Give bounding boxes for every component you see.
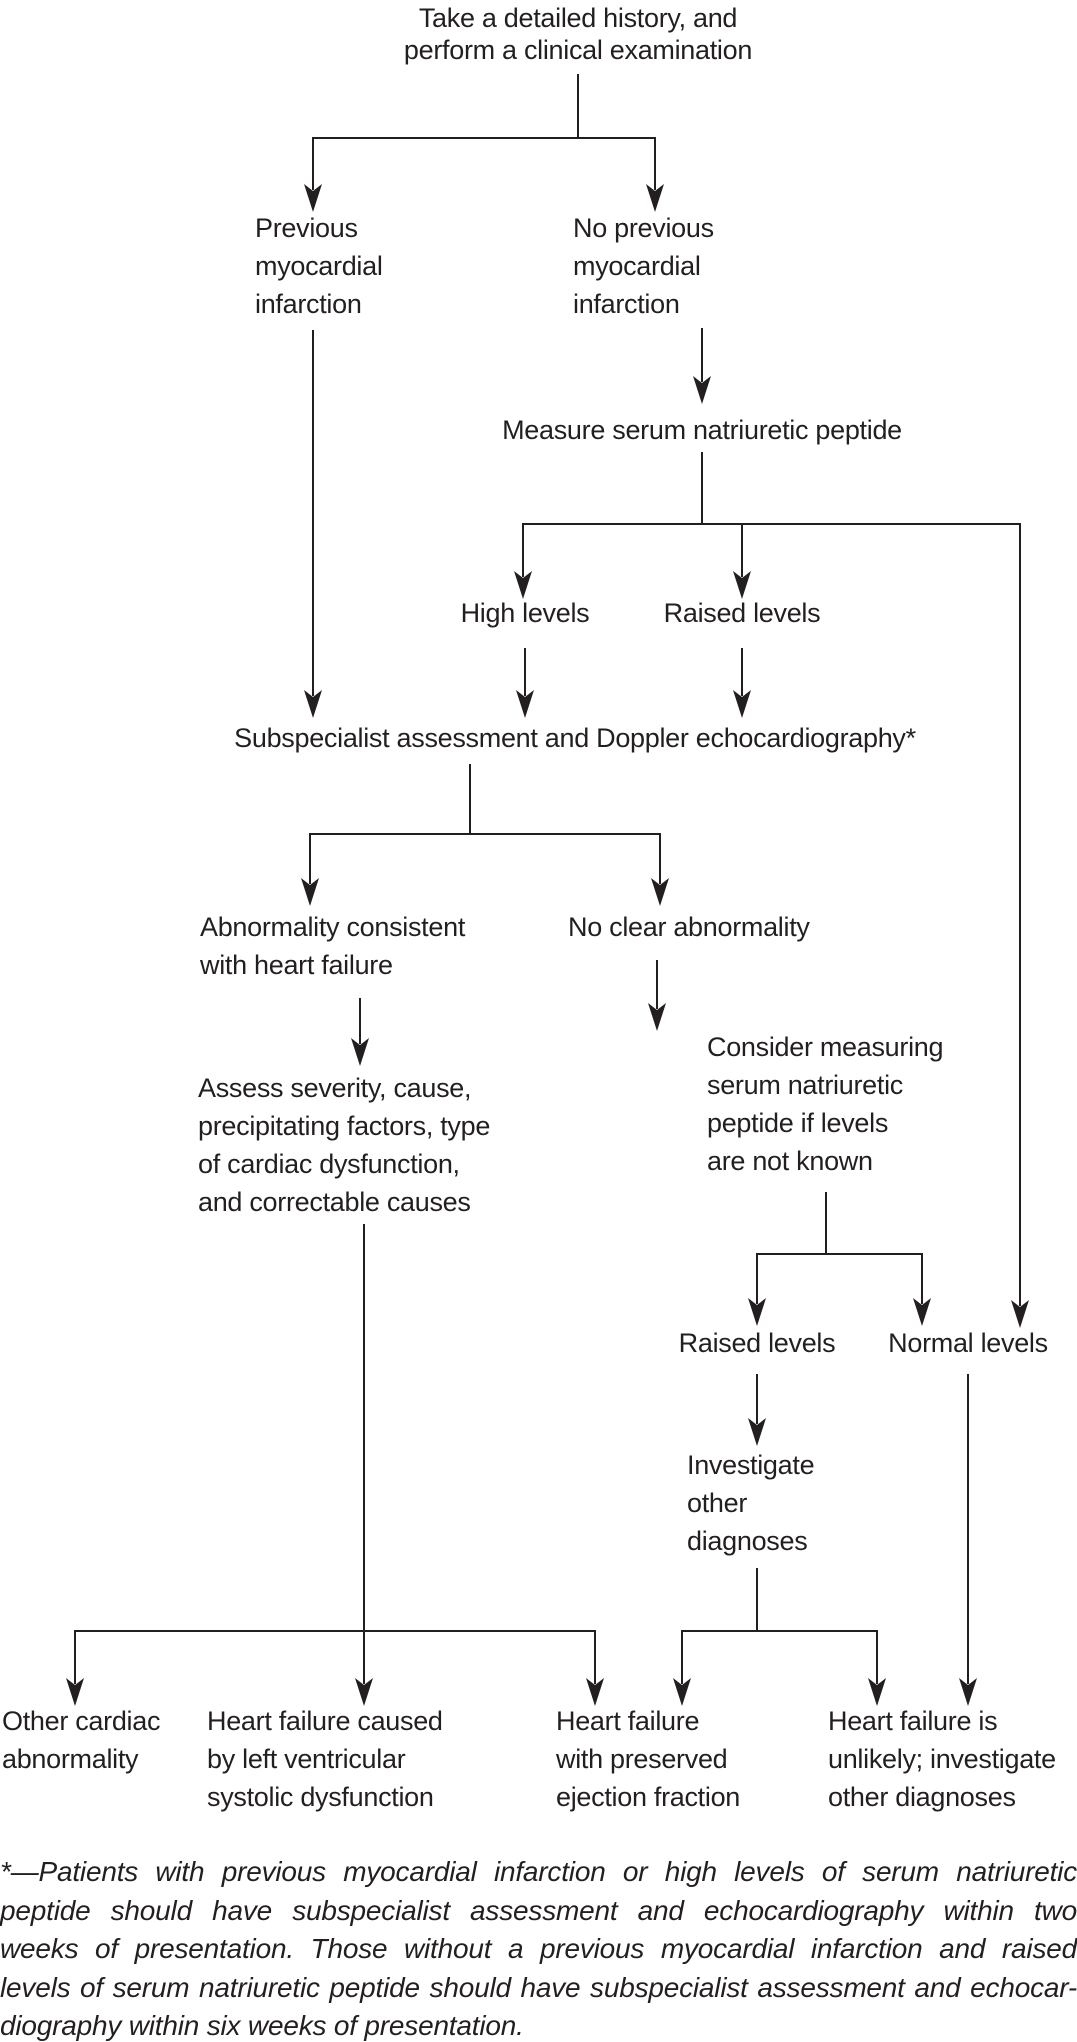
footnote-line: levels of serum natriuretic peptide shou… (0, 1971, 1077, 2003)
connector-abnormality-to-assess (351, 998, 369, 1066)
connector-raised2-to-investigate (748, 1374, 766, 1446)
node-hf-preserved-ejection-fraction: Heart failure with preserved ejection fr… (556, 1706, 741, 1812)
node-abnormality-consistent: Abnormality consistent with heart failur… (200, 912, 466, 980)
node-measure-peptide: Measure serum natriuretic peptide (502, 415, 902, 445)
connector-subspecialist-branch (301, 764, 669, 906)
node-hf-lv-systolic-dysfunction: Heart failure caused by left ventricular… (207, 1706, 443, 1812)
footnote-line: diography within six weeks of presentati… (0, 2010, 524, 2041)
node-take-history: Take a detailed history, and perform a c… (403, 3, 753, 65)
node-no-previous-mi: No previous myocardial infarction (573, 213, 714, 319)
node-high-levels: High levels (460, 598, 590, 628)
node-previous-mi: Previous myocardial infarction (255, 213, 383, 319)
connector-to-subspecialist (304, 330, 751, 718)
node-normal-levels: Normal levels (888, 1328, 1048, 1358)
connector-investigate-branch (673, 1568, 886, 1706)
footnote-line: weeks of presentation. Those without a p… (0, 1933, 1077, 1964)
connector-assess-branch (66, 1224, 604, 1706)
footnote: *—Patients with previous myocardial infa… (0, 1853, 1077, 2042)
connector-consider-branch (748, 1192, 931, 1326)
node-subspecialist-assessment: Subspecialist assessment and Doppler ech… (234, 723, 916, 753)
node-investigate-other-diagnoses: Investigate other diagnoses (687, 1450, 815, 1556)
connector-noclear-to-consider (648, 960, 666, 1031)
node-no-clear-abnormality: No clear abnormality (568, 912, 810, 942)
footnote-line: peptide should have subspecialist assess… (0, 1894, 1077, 1926)
node-raised-levels-2: Raised levels (678, 1328, 836, 1358)
node-assess-severity: Assess severity, cause, precipitating fa… (198, 1073, 491, 1217)
node-other-cardiac-abnormality: Other cardiac abnormality (2, 1706, 161, 1774)
connector-normal-to-unlikely (959, 1374, 977, 1706)
connector-no-prev-mi-to-measure (693, 328, 711, 404)
node-consider-measuring: Consider measuring serum natriuretic pep… (707, 1032, 944, 1176)
node-raised-levels: Raised levels (663, 598, 821, 628)
connector-measure-branch (514, 452, 1029, 1328)
node-hf-unlikely: Heart failure is unlikely; investigate o… (828, 1706, 1056, 1812)
footnote-line: *—Patients with previous myocardial infa… (0, 1856, 1077, 1887)
connector-history-branch (304, 74, 664, 212)
